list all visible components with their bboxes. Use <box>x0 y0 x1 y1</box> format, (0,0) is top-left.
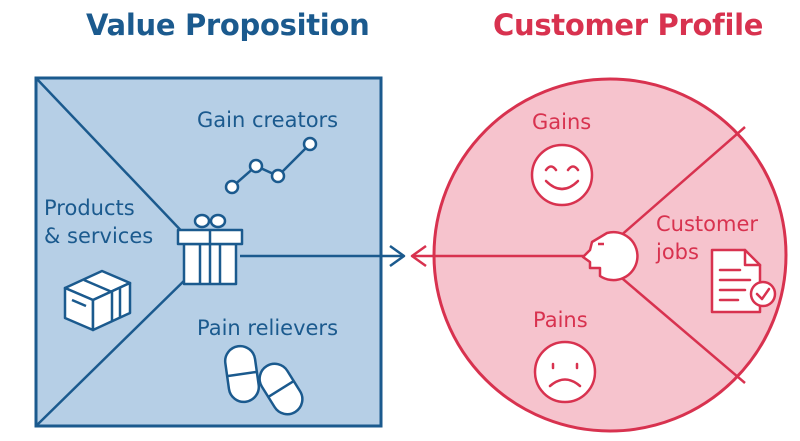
value-proposition-square <box>34 76 383 428</box>
sad-face-icon <box>533 340 597 404</box>
smiley-face-icon <box>530 143 594 207</box>
gain-creators-label: Gain creators <box>197 108 339 132</box>
pills-icon <box>223 344 304 416</box>
blue-arrow-head <box>389 244 406 268</box>
customer-jobs-label-line-1: Customer <box>656 212 759 236</box>
box-icon <box>63 269 132 332</box>
divider-bottom-right <box>609 267 746 384</box>
pains-label: Pains <box>533 308 588 332</box>
divider-top-left <box>35 77 191 241</box>
checklist-document-icon <box>710 248 777 314</box>
red-arrow-head <box>410 244 427 268</box>
customer-jobs-label: Customer jobs <box>656 210 758 266</box>
gains-label: Gains <box>532 110 592 134</box>
pain-relievers-label: Pain relievers <box>197 316 339 340</box>
customer-head-icon <box>581 230 639 282</box>
gift-icon <box>176 213 244 286</box>
products-services-label-line-1: Products <box>44 196 135 220</box>
divider-top-right <box>609 126 746 246</box>
products-services-label: Products & services <box>44 194 153 250</box>
rising-trend-icon <box>224 136 318 195</box>
fit-connector <box>240 244 585 268</box>
value-proposition-title: Value Proposition <box>86 8 370 42</box>
divider-bottom-left <box>35 274 191 427</box>
customer-profile-title: Customer Profile <box>493 8 764 42</box>
products-services-label-line-2: & services <box>44 224 154 248</box>
customer-jobs-label-line-2: jobs <box>656 240 699 264</box>
